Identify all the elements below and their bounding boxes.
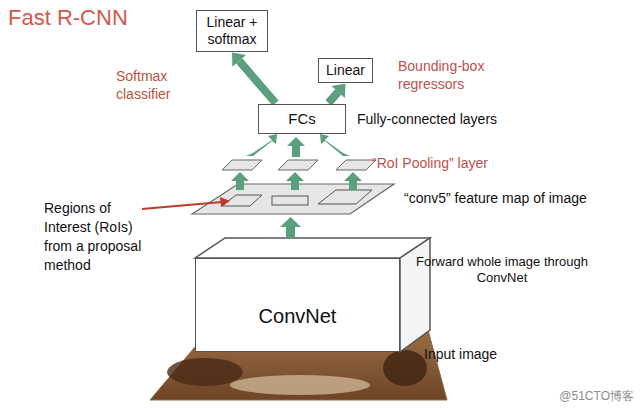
block-arrow (232, 53, 276, 103)
annotation: Input image (424, 346, 497, 364)
arrow-shaft (328, 92, 338, 103)
box-text: Linear + softmax (201, 14, 263, 48)
image-detail (230, 375, 370, 395)
arrow-head (232, 53, 246, 67)
fc-box: FCs (258, 104, 346, 134)
convnet-top (195, 238, 430, 258)
annotation: “conv5” feature map of image (404, 190, 587, 208)
block-arrow (328, 84, 345, 103)
output-box: Linear (318, 58, 373, 83)
block-arrow (231, 172, 362, 190)
annotation: “RoI Pooling” layer (372, 155, 488, 173)
arrow-shaft (239, 61, 275, 103)
pooled-roi (278, 160, 318, 170)
block-arrow (280, 217, 301, 238)
roi-box (318, 190, 372, 204)
leader-arrow-head (220, 197, 230, 207)
annotation: Bounding-box regressors (398, 58, 510, 93)
annotation: Forward whole image through ConvNet (402, 254, 602, 287)
annotation: Softmax classifier (116, 68, 192, 103)
annotation: Regions of Interest (RoIs) from a propos… (44, 199, 156, 275)
roi-box (272, 196, 308, 205)
convnet-box: ConvNet (195, 258, 400, 352)
pooled-roi (336, 160, 376, 170)
box-text: Linear (326, 62, 365, 79)
output-box: Linear + softmax (196, 10, 268, 52)
block-arrow (246, 134, 350, 157)
pooled-roi (222, 160, 262, 170)
annotation: Fully-connected layers (357, 111, 497, 129)
box-text: ConvNet (259, 304, 337, 328)
image-detail (383, 350, 427, 386)
arrow-head (331, 84, 345, 98)
image-detail (167, 358, 243, 386)
leader-arrow (142, 202, 222, 209)
watermark: @51CTO博客 (559, 389, 634, 404)
diagram-title: Fast R-CNN (8, 4, 128, 32)
box-text: FCs (288, 110, 316, 128)
